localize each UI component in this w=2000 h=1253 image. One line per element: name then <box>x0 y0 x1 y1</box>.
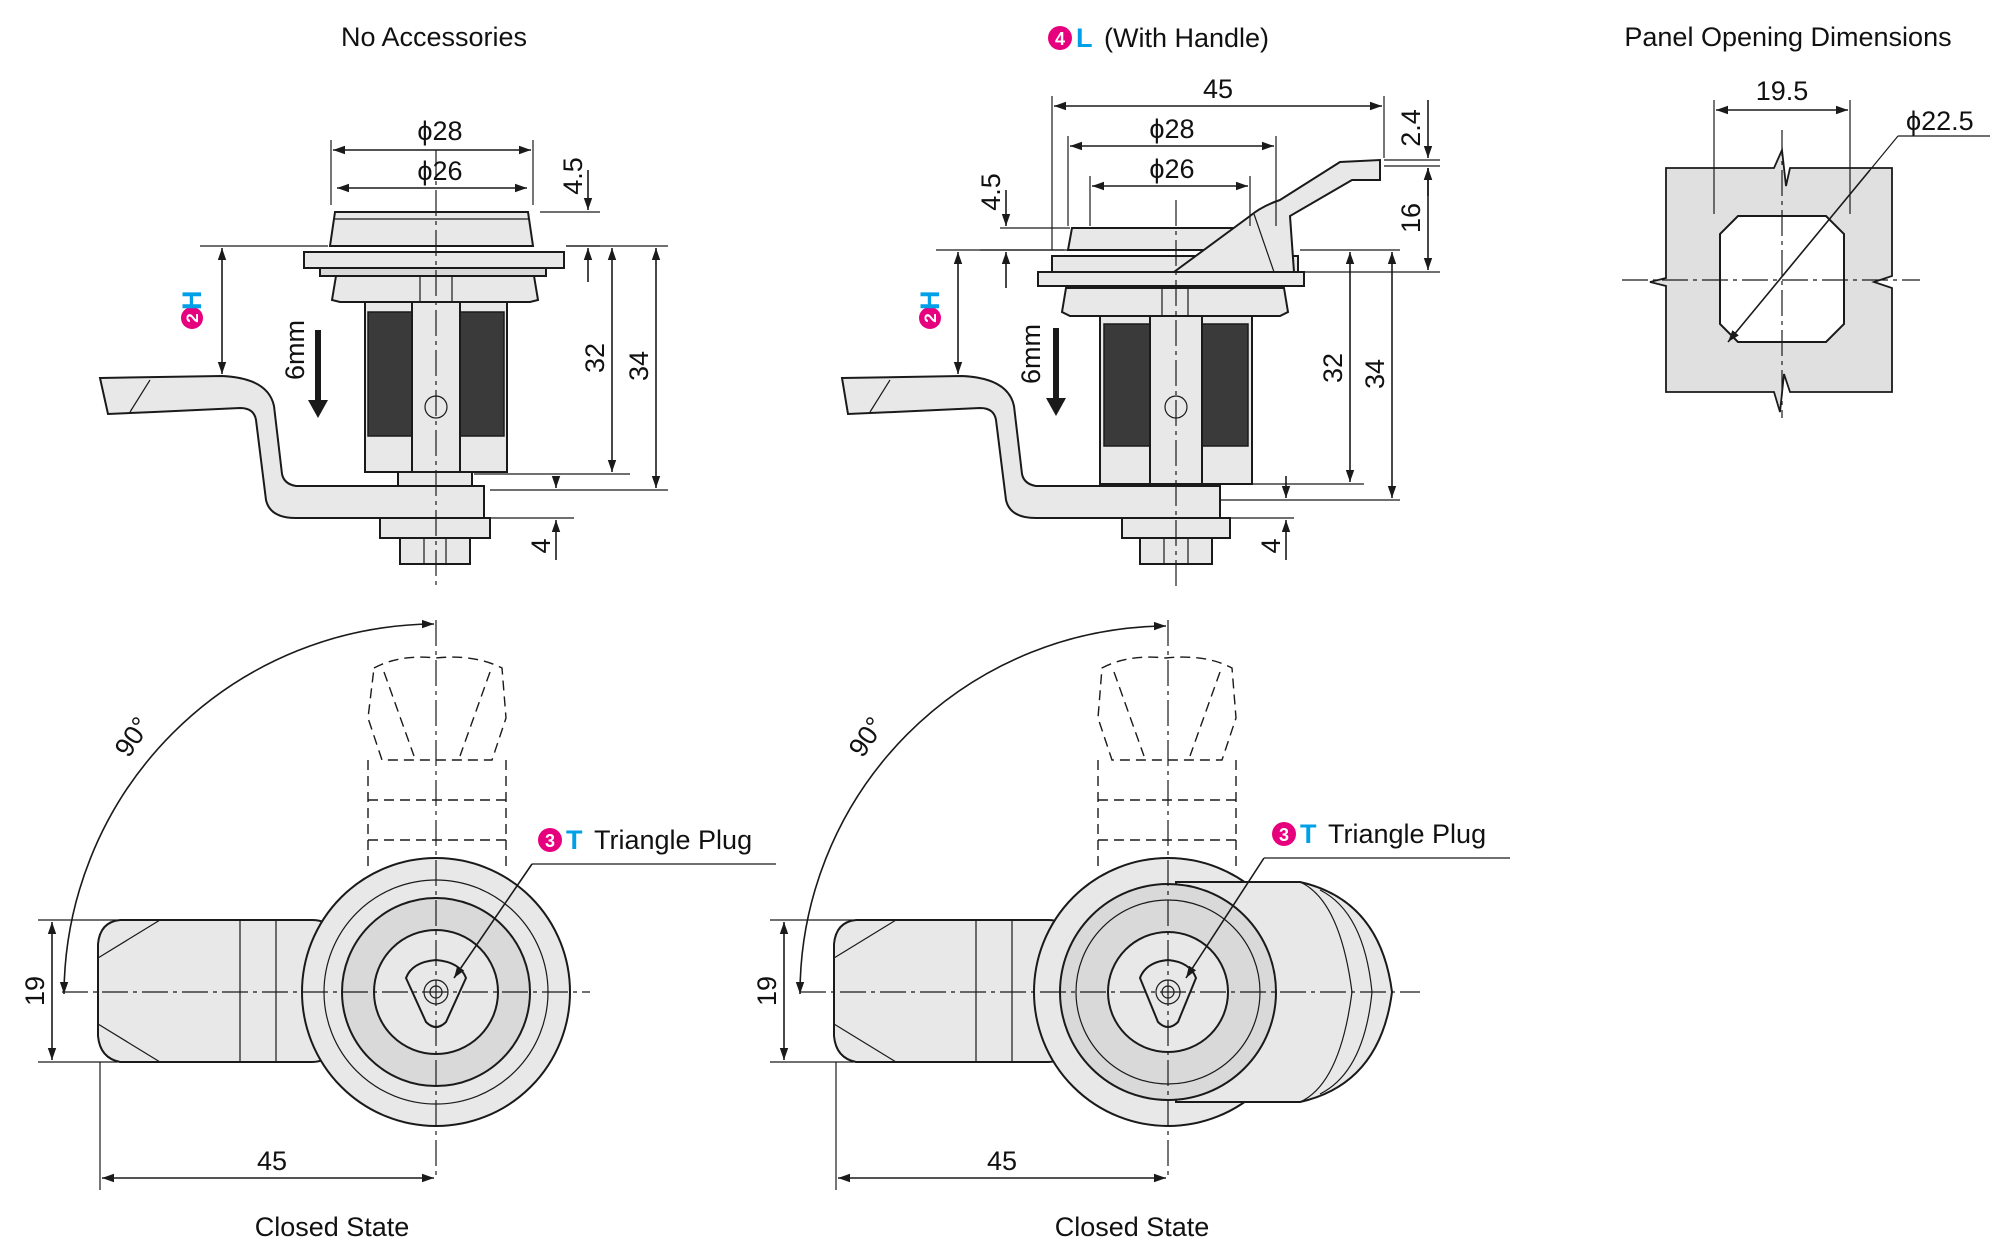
dim-6mm: 6mm <box>280 320 310 380</box>
svg-text:Triangle Plug: Triangle Plug <box>594 825 752 855</box>
badge-circle-4 <box>1048 26 1072 50</box>
dim-phi28: ϕ28 <box>417 116 462 146</box>
title-with-handle-text: (With Handle) <box>1104 23 1269 53</box>
dim-phi22-5: ϕ22.5 <box>1906 106 1974 136</box>
dim-90deg: 90° <box>109 712 157 763</box>
svg-text:T: T <box>566 825 583 855</box>
dim-4: 4 <box>526 538 556 553</box>
front-view-with-handle: 90° 19 45 3 T Triangle Plug Closed State <box>752 620 1510 1242</box>
svg-text:2: 2 <box>183 313 202 322</box>
bottom-screw <box>399 537 471 565</box>
open-position-handle <box>1097 656 1237 761</box>
dim-32: 32 <box>1318 353 1348 383</box>
triangle-plug-callout-2: 3 T Triangle Plug <box>1272 819 1486 849</box>
dim-45: 45 <box>257 1146 287 1176</box>
hex-nut <box>1060 287 1290 317</box>
svg-text:H: H <box>177 291 207 311</box>
dim-4-5: 4.5 <box>976 173 1006 211</box>
title-panel-opening: Panel Opening Dimensions <box>1624 22 1951 52</box>
svg-text:H: H <box>915 291 945 311</box>
caption-closed-state-1: Closed State <box>255 1212 410 1242</box>
dim-32: 32 <box>580 343 610 373</box>
caption-closed-state-2: Closed State <box>1055 1212 1210 1242</box>
svg-text:2: 2 <box>921 313 940 322</box>
dim-16: 16 <box>1396 203 1426 233</box>
svg-text:Triangle Plug: Triangle Plug <box>1328 819 1486 849</box>
svg-text:T: T <box>1300 819 1317 849</box>
panel-hole <box>1719 215 1845 343</box>
bottom-nut <box>379 517 491 539</box>
open-position-handle <box>367 656 507 761</box>
dim-34: 34 <box>624 351 654 381</box>
side-view-with-handle: 45 ϕ28 ϕ26 4.5 2.4 16 32 34 4 2 H 6 <box>840 74 1440 590</box>
panel-opening-view: 19.5 ϕ22.5 <box>1622 76 1990 418</box>
dim-45-top: 45 <box>1203 74 1233 104</box>
side-view-no-accessories: ϕ28 ϕ26 4.5 32 34 4 2 H 6mm <box>98 116 668 590</box>
dim-4: 4 <box>1256 538 1286 553</box>
lock-flange <box>303 251 565 269</box>
svg-text:3: 3 <box>545 831 555 851</box>
dim-phi26: ϕ26 <box>1149 154 1194 184</box>
title-with-handle: 4 L (With Handle) <box>1048 23 1269 53</box>
front-view-no-accessories: 90° 19 45 3 T Triangle Plug Closed State <box>20 619 776 1242</box>
handle-wedge <box>1170 158 1381 273</box>
dim-19: 19 <box>20 976 50 1006</box>
dim-19-5: 19.5 <box>1756 76 1809 106</box>
dim-4-5: 4.5 <box>558 157 588 195</box>
dim-45: 45 <box>987 1146 1017 1176</box>
closed-handle <box>97 919 337 1063</box>
lock-cap <box>328 211 535 247</box>
badge-code-L: L <box>1076 23 1093 53</box>
dim-34: 34 <box>1360 359 1390 389</box>
h-callout-2: 2 H <box>915 291 945 329</box>
hex-nut <box>330 275 540 303</box>
h-callout-1: 2 H <box>177 291 207 329</box>
dim-19: 19 <box>752 976 782 1006</box>
dim-2-4: 2.4 <box>1396 109 1426 147</box>
title-no-accessories: No Accessories <box>341 22 527 52</box>
dim-phi28: ϕ28 <box>1149 114 1194 144</box>
triangle-plug-callout-1: 3 T Triangle Plug <box>538 825 752 855</box>
dim-6mm: 6mm <box>1016 324 1046 384</box>
badge-number-4: 4 <box>1055 29 1065 49</box>
lock-flange <box>1037 271 1305 287</box>
svg-text:3: 3 <box>1279 825 1289 845</box>
dim-phi26: ϕ26 <box>417 156 462 186</box>
dim-90deg: 90° <box>843 712 891 763</box>
